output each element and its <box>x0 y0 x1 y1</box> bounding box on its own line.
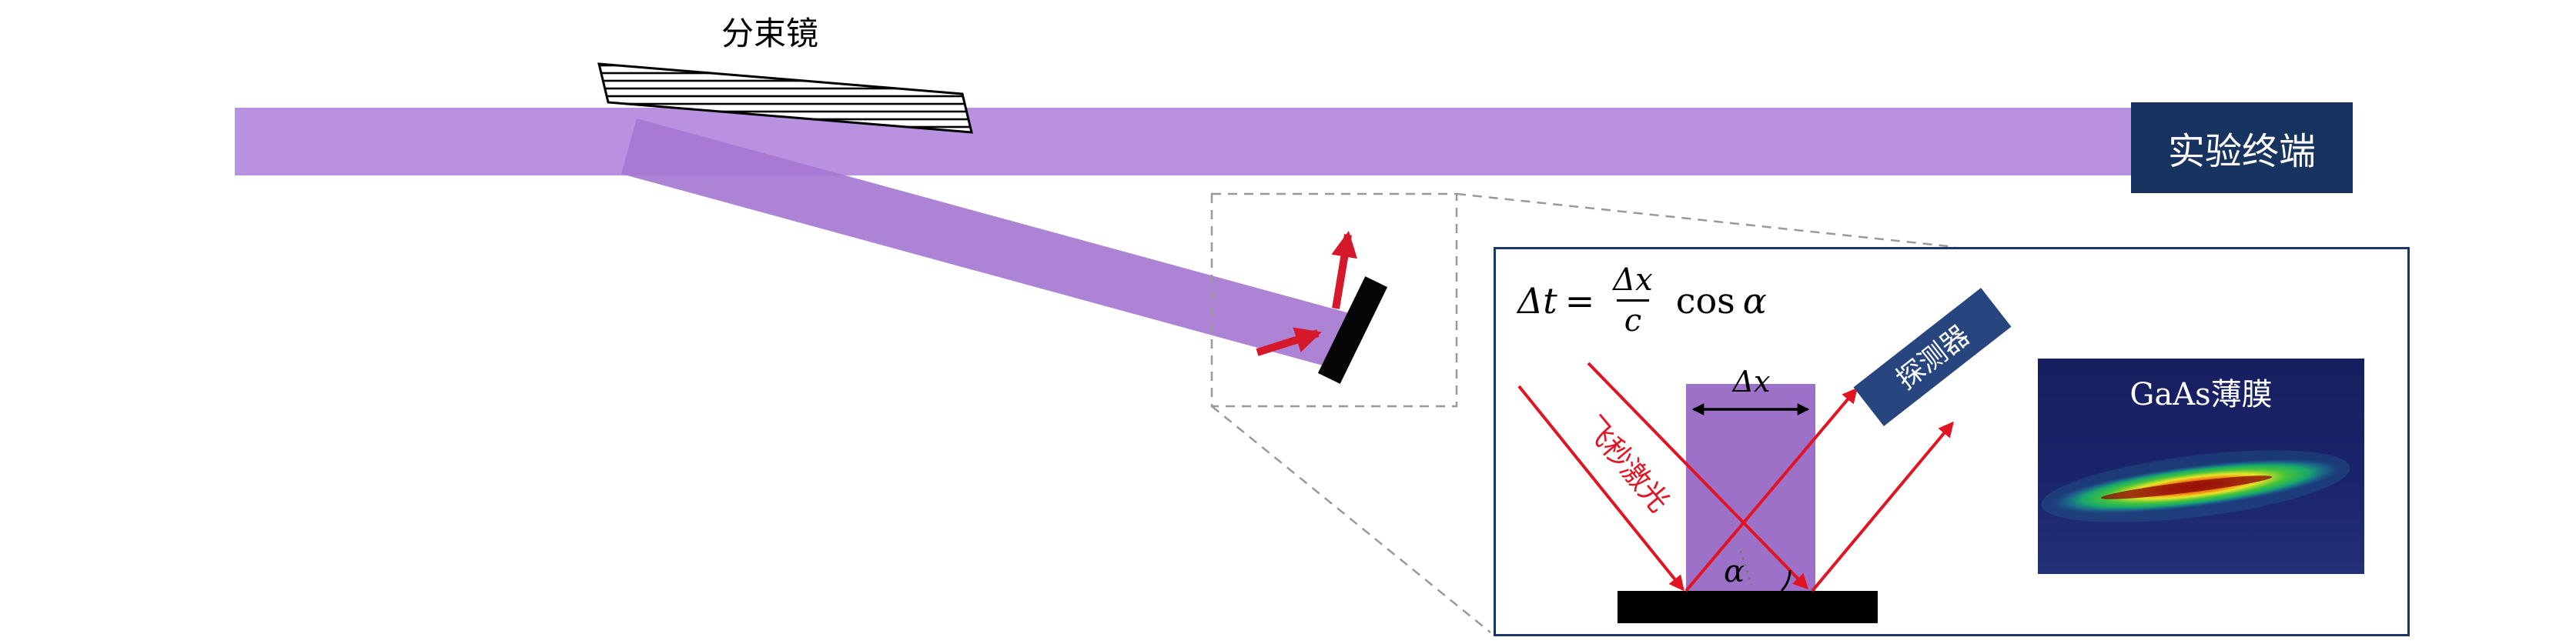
sample-mirror <box>1317 276 1388 384</box>
zoom-connector-bottom <box>1211 405 1491 633</box>
formula-delta-t: Δt <box>1517 279 1557 322</box>
experiment-terminal-label: 实验终端 <box>2167 130 2316 173</box>
formula-denominator: c <box>1616 299 1650 338</box>
zoom-region-dashed-box <box>1210 192 1458 408</box>
laser-streak <box>2041 450 2350 522</box>
gaas-image: GaAs薄膜 <box>2038 359 2364 574</box>
formula-equals: = <box>1564 279 1595 322</box>
delta-x-label: Δx <box>1732 365 1771 399</box>
detector: 探测器 <box>1853 288 2012 426</box>
reflected-pump-arrow <box>1331 230 1358 309</box>
beam-splitter-label: 分束镜 <box>721 15 818 52</box>
beam-splitter <box>597 62 973 134</box>
sample-column <box>1686 384 1815 592</box>
femtosecond-laser-label: 飞秒激光 <box>1577 409 1676 518</box>
inset-panel: 探测器 飞秒激光 Δt = Δx c cos α Δx α <box>1494 247 2410 636</box>
angle-helper-dotted <box>1739 550 1753 586</box>
laser-label-group: 飞秒激光 <box>1577 409 1676 518</box>
incident-ray-2 <box>1587 362 1809 590</box>
formula-alpha: α <box>1742 279 1767 322</box>
diagonal-beam <box>621 118 1355 370</box>
formula-numerator: Δx <box>1613 262 1653 298</box>
alpha-label: α <box>1724 554 1745 589</box>
reflected-ray-2 <box>1811 421 1954 592</box>
zoom-connector-top <box>1456 192 1956 249</box>
inset-drawing-layer: 探测器 飞秒激光 <box>1517 288 2012 623</box>
incident-ray-1 <box>1517 385 1684 592</box>
formula-fraction: Δx c <box>1605 263 1660 338</box>
substrate-bar <box>1618 591 1878 623</box>
reflected-ray-1 <box>1684 387 1858 592</box>
delay-formula: Δt = Δx c cos α <box>1517 263 1767 338</box>
horizontal-beam <box>235 108 2171 175</box>
experiment-terminal-box: 实验终端 <box>2131 102 2353 193</box>
alpha-angle-arc <box>1780 569 1791 592</box>
gaas-streak-layer <box>2041 450 2350 522</box>
incident-pump-arrow <box>1256 327 1322 356</box>
gaas-film-label: GaAs薄膜 <box>2129 377 2273 412</box>
formula-cos: cos <box>1675 279 1735 322</box>
